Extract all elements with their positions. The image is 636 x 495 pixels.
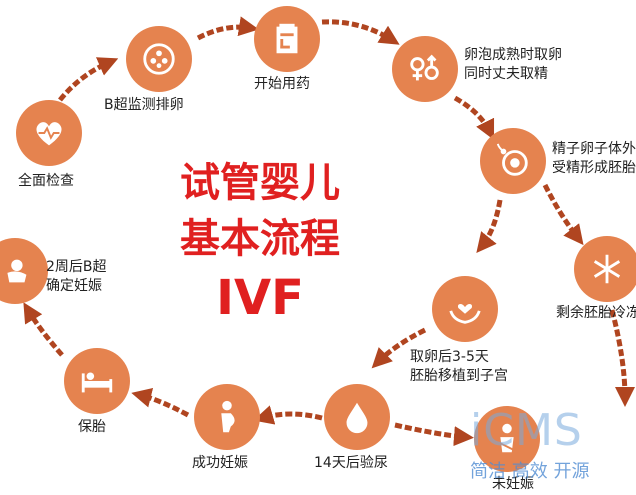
arrow-pregnant-to-care xyxy=(131,387,190,418)
label-embryo-transfer: 取卵后3-5天胚胎移植到子宫 xyxy=(410,349,508,384)
arrow-fertilization-to-transfer xyxy=(476,199,503,253)
baby-icon xyxy=(7,259,27,283)
node-pregnant xyxy=(194,384,260,450)
drop-icon xyxy=(346,402,368,434)
arrow-fertilization-to-frozen xyxy=(542,183,584,246)
sperm-egg-icon xyxy=(496,143,528,176)
gender-icon xyxy=(410,54,439,81)
arrow-retrieval-to-fertilization xyxy=(453,95,495,141)
label-not-pregnant: 未妊娠 xyxy=(492,476,534,492)
arrow-ultrasound-to-medication xyxy=(196,16,259,41)
arrow-transfer-to-care xyxy=(371,327,427,369)
pregnant-icon xyxy=(221,400,235,433)
watermark-tagline: 简洁 高效 开源 xyxy=(470,461,590,482)
label-egg-retrieval: 卵泡成熟时取卵同时丈夫取精 xyxy=(464,47,562,82)
node-egg-retrieval xyxy=(392,36,458,102)
arrow-test-to-pregnant xyxy=(253,405,323,425)
snowflake-icon xyxy=(593,254,621,284)
label-ultrasound-monitor: B超监测排卵 xyxy=(104,97,184,113)
node-not-pregnant xyxy=(474,406,540,472)
calendar-icon xyxy=(276,23,298,54)
arrow-care-to-ultrasound xyxy=(23,302,64,357)
label-frozen-embryo: 剩余胚胎冷冻 xyxy=(556,305,636,321)
node-ultrasound-monitor xyxy=(126,26,192,92)
node-urine-test xyxy=(324,384,390,450)
diagram-subtitle: 基本流程 xyxy=(180,216,340,262)
node-pregnancy-care xyxy=(64,348,130,414)
node-start-medication xyxy=(254,6,320,72)
label-fertilization: 精子卵子体外受精形成胚胎 xyxy=(552,141,636,176)
arrow-test-to-not-pregnant xyxy=(394,422,474,447)
label-full-checkup: 全面检查 xyxy=(18,173,74,189)
arrow-medication-to-retrieval xyxy=(321,19,400,45)
arrow-frozen-to-not-pregnant xyxy=(609,309,635,407)
watermark-brand: iCMS xyxy=(470,405,583,456)
icms-watermark: iCMS 简洁 高效 开源 xyxy=(470,405,636,495)
node-frozen-embryo xyxy=(574,236,636,302)
arrow-checkup-to-ultrasound-monitor xyxy=(58,57,119,102)
not-pregnant-icon xyxy=(498,423,516,453)
label-ultrasound-confirm: 2周后B超确定妊娠 xyxy=(46,259,107,294)
label-start-medication: 开始用药 xyxy=(254,76,310,92)
diagram-title: 试管婴儿 xyxy=(180,160,340,206)
bed-icon xyxy=(81,372,113,393)
node-embryo-transfer xyxy=(432,276,498,342)
label-pregnancy-care: 保胎 xyxy=(78,419,106,435)
hands-heart-icon xyxy=(449,303,481,324)
heart-pulse-icon xyxy=(36,122,62,146)
node-full-checkup xyxy=(16,100,82,166)
label-urine-test: 14天后验尿 xyxy=(314,455,388,471)
node-fertilization xyxy=(480,128,546,194)
egg-cell-icon xyxy=(143,43,175,75)
ivf-title: IVF xyxy=(216,270,304,326)
node-ultrasound-confirm xyxy=(0,238,48,304)
label-pregnant: 成功妊娠 xyxy=(192,455,248,471)
